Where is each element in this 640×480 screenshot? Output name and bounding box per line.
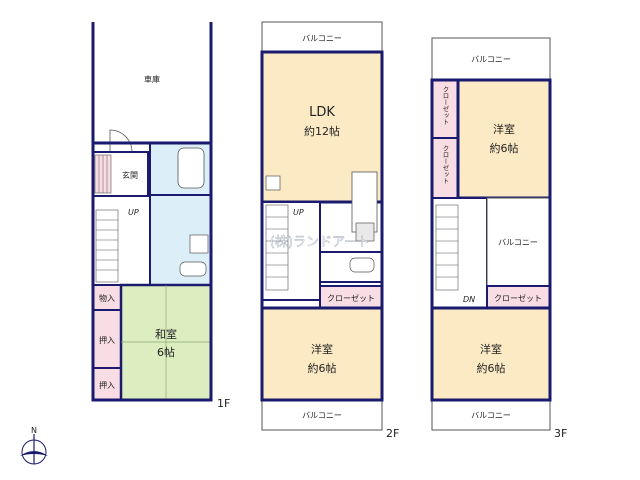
- label-bedroom-3f-top-size: 約6帖: [490, 141, 519, 155]
- compass-arrow-icon: [20, 451, 48, 456]
- label-floor-3f: 3F: [554, 427, 567, 440]
- label-closet-3f-2: クローゼット: [441, 145, 449, 185]
- sink-icon: [189, 234, 209, 254]
- kitchen-counter: [351, 171, 378, 233]
- label-bedroom-3f-top: 洋室: [493, 122, 515, 136]
- label-closet-2f: クローゼット: [327, 293, 375, 303]
- entry-door: [109, 129, 133, 153]
- tatami-lines: [121, 285, 211, 400]
- label-oshiire-1: 押入: [99, 335, 115, 345]
- watermark: (株)ランドアート: [270, 235, 370, 250]
- label-washitsu: 和室: [155, 327, 177, 341]
- label-stair-up-2f: UP: [293, 208, 304, 217]
- label-bedroom-2f: 洋室: [311, 342, 333, 356]
- label-balcony-3f-middle: バルコニー: [498, 238, 538, 247]
- label-stair-dn-3f: DN: [463, 295, 475, 304]
- label-ldk-size: 約12帖: [304, 124, 340, 138]
- outline-3f: [430, 78, 552, 402]
- bedroom-3f-top: [456, 78, 552, 200]
- compass: [20, 434, 48, 465]
- label-closet-3f-right: クローゼット: [494, 293, 542, 303]
- balcony-3f-middle: [486, 197, 551, 287]
- stairs-2f: [265, 204, 289, 291]
- label-floor-1f: 1F: [217, 397, 230, 410]
- floor-3f: [430, 37, 552, 431]
- label-washitsu-size: 6帖: [157, 346, 175, 359]
- bathtub-icon: [177, 147, 205, 189]
- label-floor-2f: 2F: [386, 427, 399, 440]
- label-bedroom-2f-size: 約6帖: [308, 361, 337, 375]
- label-monoire: 物入: [99, 293, 115, 303]
- floor-2f: [260, 21, 384, 431]
- label-north: N: [31, 426, 37, 435]
- entrance-step: [94, 154, 112, 194]
- label-entrance: 玄関: [122, 170, 138, 180]
- balcony-3f-top: [431, 37, 551, 81]
- fridge-space: [265, 175, 281, 191]
- label-garage: 車庫: [144, 74, 160, 84]
- label-balcony-3f-bottom: バルコニー: [471, 411, 511, 420]
- label-bedroom-3f-bottom-size: 約6帖: [477, 361, 506, 375]
- label-closet-3f-1: クローゼット: [441, 86, 449, 126]
- balcony-3f-bottom: [431, 399, 551, 431]
- stove-icon: [355, 222, 375, 242]
- balcony-2f-bottom: [261, 399, 383, 431]
- label-stair-up-1f: UP: [128, 208, 139, 217]
- outline-2f: [260, 50, 384, 402]
- floor-1f: [91, 22, 213, 402]
- label-bedroom-3f-bottom: 洋室: [480, 342, 502, 356]
- toilet-icon: [179, 261, 207, 277]
- stairs-3f: [435, 204, 459, 291]
- label-balcony-2f-top: バルコニー: [302, 34, 342, 43]
- label-balcony-2f-bottom: バルコニー: [302, 411, 342, 420]
- outline-1f: [91, 141, 213, 402]
- label-oshiire-2: 押入: [99, 380, 115, 390]
- stairs-1f: [95, 209, 119, 283]
- label-ldk: LDK: [309, 105, 335, 120]
- balcony-2f-top: [261, 21, 383, 53]
- toilet-icon-2f: [349, 257, 375, 273]
- label-balcony-3f-top: バルコニー: [471, 55, 511, 64]
